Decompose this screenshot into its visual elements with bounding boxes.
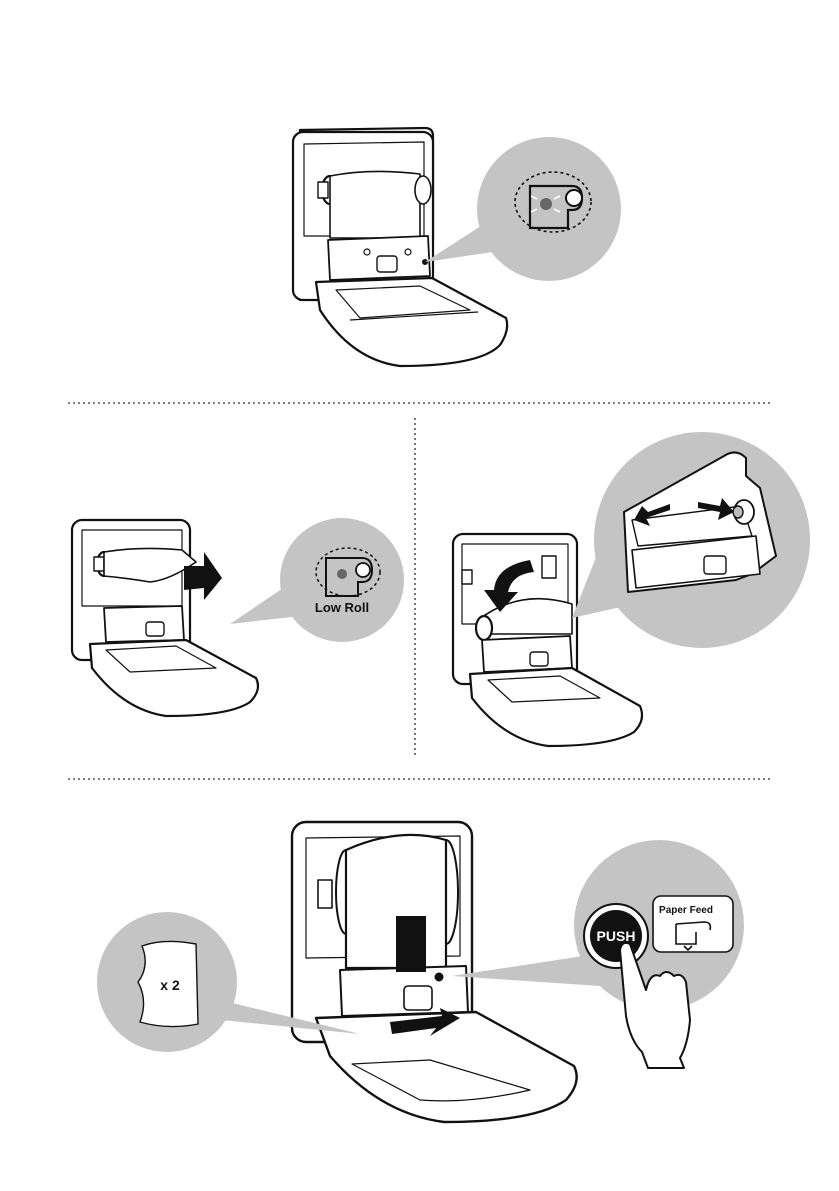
low-roll-callout	[280, 518, 404, 642]
push-label: PUSH	[597, 928, 636, 944]
callout-pointer	[452, 954, 600, 986]
dispenser-icon	[72, 520, 258, 716]
paper-down-arrow-shaft	[396, 916, 426, 972]
step-2a-illustration: Low Roll	[72, 518, 404, 716]
step-2b-illustration	[453, 432, 810, 746]
step-1-illustration	[293, 128, 621, 366]
paper-multiplier-label: x 2	[160, 977, 180, 993]
low-roll-label: Low Roll	[315, 600, 369, 615]
step-3-illustration: x 2 PUSH Paper Feed	[97, 822, 744, 1122]
paper-feed-label: Paper Feed	[659, 905, 713, 916]
